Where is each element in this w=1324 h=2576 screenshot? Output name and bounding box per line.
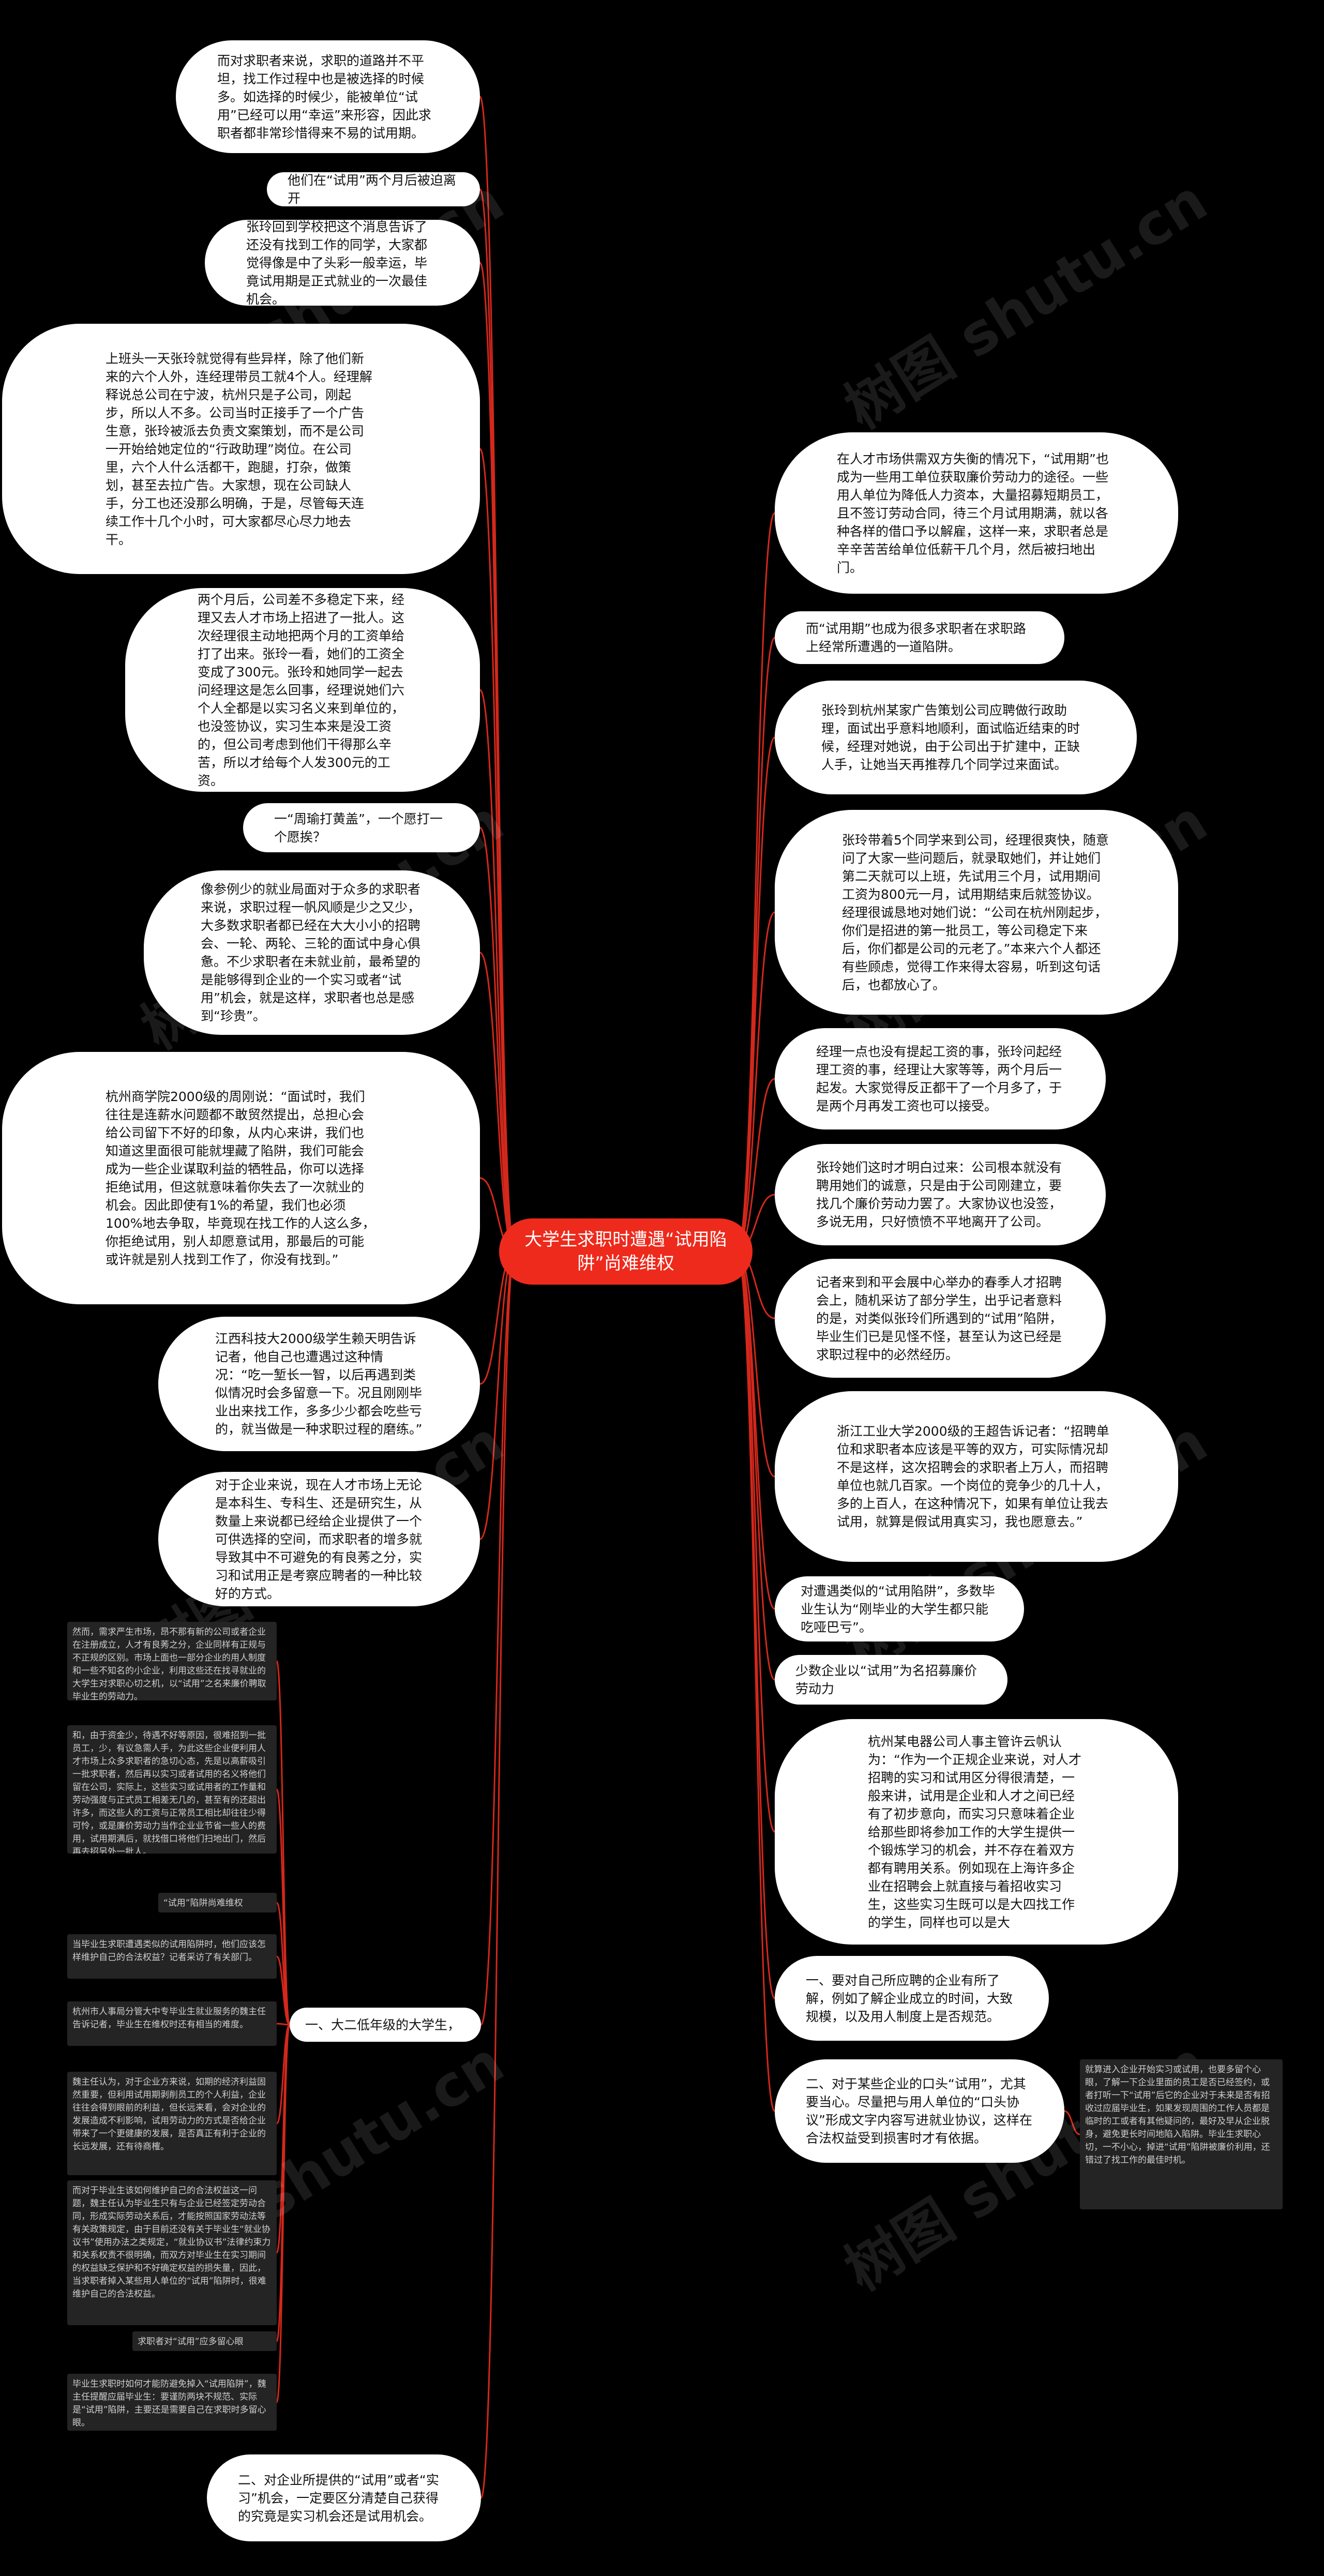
topic-node[interactable]: 而“试用期”也成为很多求职者在求职路上经常所遭遇的一道陷阱。 — [775, 611, 1064, 664]
connector-line — [480, 1251, 516, 2026]
connector-line — [736, 1251, 775, 1681]
topic-node[interactable]: 而对求职者来说，求职的道路并不平坦，找工作过程中也是被选择的时候多。如选择的时候… — [176, 40, 480, 153]
connector-line — [736, 512, 776, 1253]
detail-note[interactable]: “试用”陷阱尚难维权 — [158, 1893, 277, 1912]
central-topic[interactable]: 大学生求职时遭遇“试用陷阱”尚难维权 — [499, 1218, 753, 1285]
detail-note[interactable]: 和，由于资金少，待遇不好等原因，很难招到一批员工，少，有议急需人手，为此这些企业… — [67, 1725, 277, 1854]
topic-node[interactable]: 张玲带着5个同学来到公司，经理很爽快，随意问了大家一些问题后，就录取她们，并让她… — [775, 810, 1178, 1015]
topic-node[interactable]: 浙江工业大学2000级的王超告诉记者：“招聘单位和求职者本应该是平等的双方，可实… — [775, 1391, 1178, 1562]
topic-node[interactable]: 他们在“试用”两个月后被迫离开 — [267, 172, 480, 206]
detail-note[interactable]: 魏主任认为，对于企业方来说，如期的经济利益固然重要，但利用试用期剥削员工的个人利… — [67, 2072, 277, 2175]
detail-note[interactable]: 当毕业生求职遭遇类似的试用陷阱时，他们应该怎样维护自己的合法权益？记者采访了有关… — [67, 1934, 277, 1979]
detail-note[interactable]: 就算进入企业开始实习或试用，也要多留个心眼，了解一下企业里面的员工是否已经签约，… — [1080, 2059, 1283, 2209]
topic-node[interactable]: 二、对企业所提供的“试用”或者“实习”机会，一定要区分清楚自己获得的究竟是实习机… — [207, 2454, 481, 2541]
topic-node[interactable]: 杭州商学院2000级的周刚说：“面试时，我们往往是连薪水问题都不敢贸然提出，总担… — [2, 1052, 480, 1304]
connector-line — [276, 2023, 290, 2026]
topic-node[interactable]: 对于企业来说，现在人才市场上无论是本科生、专科生、还是研究生，从数量上来说都已经… — [158, 1472, 480, 1606]
topic-node[interactable]: 像参例少的就业局面对于众多的求职者来说，求职过程一帆风顺是少之又少，大多数求职者… — [144, 870, 480, 1035]
topic-node[interactable]: 张玲到杭州某家广告策划公司应聘做行政助理，面试出乎意料地顺利，面试临近结束的时候… — [775, 681, 1137, 794]
detail-note[interactable]: 而对于毕业生该如何维护自己的合法权益这一问题，魏主任认为毕业生只有与企业已经签定… — [67, 2180, 277, 2325]
connector-line — [276, 2024, 291, 2403]
topic-node[interactable]: 江西科技大2000级学生赖天明告诉记者，他自己也遭遇过这种情况：“吃一堑长一智，… — [158, 1317, 480, 1451]
detail-note[interactable]: 毕业生求职时如何才能防避免掉入“试用陷阱”，魏主任提醒应届毕业生：要谨防两块不规… — [67, 2374, 277, 2431]
topic-node[interactable]: 记者来到和平会展中心举办的春季人才招聘会上，随机采访了部分学生，出乎记者意料的是… — [775, 1259, 1106, 1378]
connector-line — [1064, 2110, 1080, 2135]
topic-node[interactable]: 一、大二低年级的大学生， — [290, 2008, 481, 2042]
connector-line — [479, 689, 516, 1253]
detail-note[interactable]: 杭州市人事局分管大中专毕业生就业服务的魏主任告诉记者，毕业生在维权时还有相当的难… — [67, 2001, 277, 2046]
connector-line — [736, 736, 776, 1253]
central-topic-label: 大学生求职时遭遇“试用陷阱”尚难维权 — [524, 1229, 727, 1274]
topic-node[interactable]: 少数企业以“试用”为名招募廉价劳动力 — [775, 1655, 1007, 1705]
topic-node[interactable]: 对遭遇类似的“试用陷阱”，多数毕业生认为“刚毕业的大学生都只能吃哑巴亏”。 — [775, 1576, 1024, 1641]
topic-node[interactable]: 杭州某电器公司人事主管许云帆认为：“作为一个正规企业来说，对人才招聘的实习和试用… — [775, 1719, 1178, 1945]
connector-line — [276, 1955, 291, 2026]
topic-node[interactable]: 张玲她们这时才明白过来：公司根本就没有聘用她们的诚意，只是由于公司刚建立，要找几… — [775, 1144, 1106, 1245]
connector-line — [736, 1251, 776, 1833]
connector-line — [480, 1251, 516, 2499]
connector-line — [479, 448, 516, 1253]
topic-node[interactable]: 张玲回到学校把这个消息告诉了还没有找到工作的同学，大家都觉得像是中了头彩一般幸运… — [205, 220, 480, 306]
topic-node[interactable]: 一“周瑜打黄盖”，一个愿打一个愿挨？ — [243, 803, 480, 852]
topic-node[interactable]: 一、要对自己所应聘的企业有所了解，例如了解企业成立的时间，大致规模，以及用人制度… — [775, 1956, 1049, 2041]
connector-line — [479, 827, 516, 1253]
connector-line — [736, 1251, 776, 2112]
topic-node[interactable]: 经理一点也没有提起工资的事，张玲问起经理工资的事，经理让大家等等，两个月后一起发… — [775, 1028, 1106, 1129]
detail-note[interactable]: 然而，需求严生市场，昂不那有新的公司或者企业在注册成立，人才有良莠之分，企业同样… — [67, 1622, 277, 1700]
topic-node[interactable]: 两个月后，公司差不多稳定下来，经理又去人才市场上招进了一批人。这次经理很主动地把… — [125, 588, 480, 792]
topic-node[interactable]: 在人才市场供需双方失衡的情况下，“试用期”也成为一些用工单位获取廉价劳动力的途径… — [775, 432, 1178, 594]
topic-node[interactable]: 二、对于某些企业的口头“试用”，尤其要当心。尽量把与用人单位的“口头协议”形成文… — [775, 2059, 1064, 2163]
detail-note[interactable]: 求职者对“试用”应多留心眼 — [132, 2331, 277, 2351]
topic-node[interactable]: 上班头一天张玲就觉得有些异样，除了他们新来的六个人外，连经理带员工就4个人。经理… — [2, 324, 480, 574]
